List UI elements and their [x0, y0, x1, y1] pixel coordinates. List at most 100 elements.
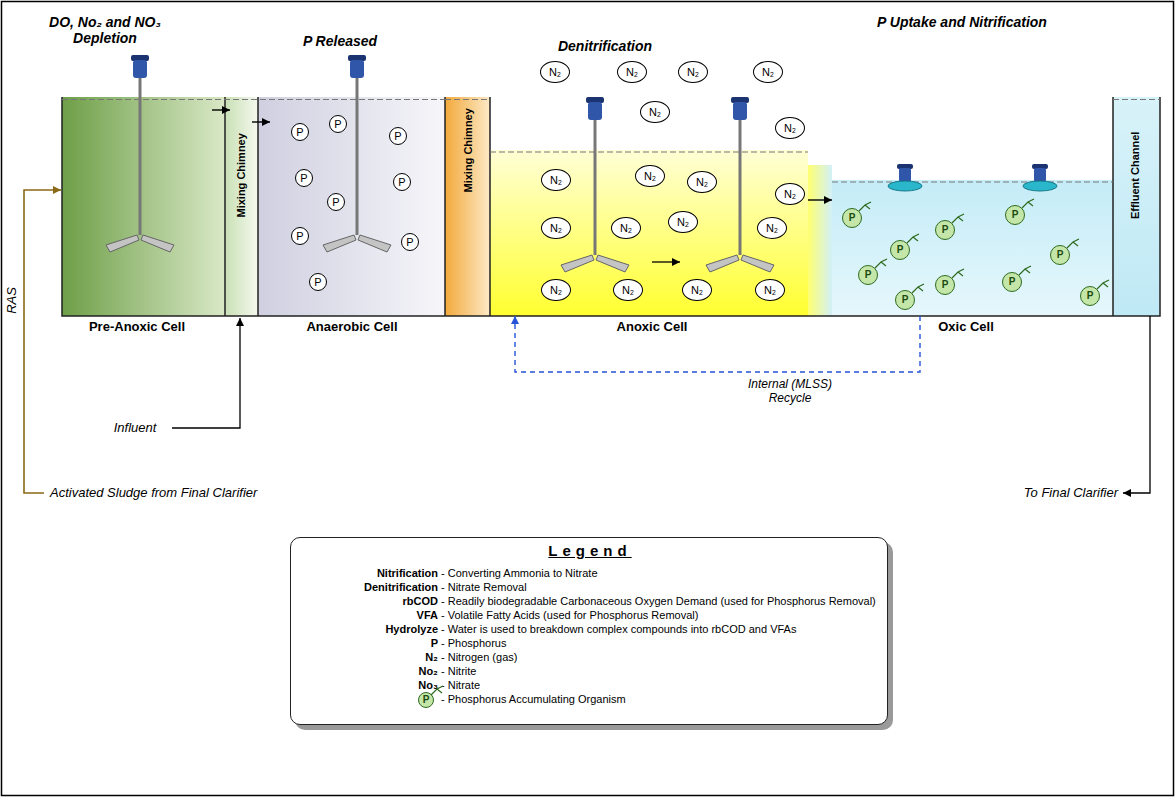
- legend-term: No₂: [418, 665, 438, 678]
- cell-heading: Denitrification: [558, 38, 652, 54]
- circle-label: P: [406, 236, 413, 249]
- nitrogen-bubble: N₂: [617, 61, 647, 83]
- flow-arrow: [652, 261, 680, 262]
- legend-definition: - Converting Ammonia to Nitrate: [441, 567, 598, 580]
- pao-flagella: [906, 233, 920, 245]
- mixer: [323, 55, 391, 252]
- mixer-motor: [133, 60, 147, 78]
- circle-label: N₂: [620, 222, 632, 235]
- legend-definition: - Nitrate: [441, 679, 480, 692]
- mixer-blade: [706, 255, 739, 272]
- mixer: [106, 55, 174, 252]
- nitrogen-bubble: N₂: [541, 169, 571, 191]
- circle-label: N₂: [644, 170, 656, 183]
- nitrogen-bubble: N₂: [687, 171, 717, 193]
- mixer-shaft: [356, 78, 359, 235]
- nitrogen-bubble: N₂: [540, 61, 570, 83]
- legend-definition: - Nitrite: [441, 665, 476, 678]
- circle-label: P: [942, 279, 949, 291]
- circle-label: N₂: [762, 66, 774, 79]
- column-label: Mixing Chimney: [462, 108, 475, 192]
- nitrogen-bubble: N₂: [775, 117, 805, 139]
- circle-label: P: [849, 212, 856, 224]
- pao-organism: P: [935, 275, 955, 295]
- phosphorus-circle: P: [401, 233, 419, 251]
- circle-label: P: [865, 269, 872, 281]
- mixer-blade: [741, 255, 774, 272]
- anaerobic-water: [258, 97, 445, 316]
- pao-organism: P: [1005, 205, 1025, 225]
- legend-term: Denitrification: [364, 581, 438, 594]
- pao-flagella: [1066, 238, 1080, 250]
- process-cell: P Uptake and NitrificationOxic CellPPPPP…: [832, 180, 1113, 316]
- nitrogen-bubble: N₂: [635, 165, 665, 187]
- pao-organism: P: [858, 265, 878, 285]
- circle-label: P: [296, 230, 303, 243]
- pao-organism: P: [1050, 245, 1070, 265]
- cell-name: Anaerobic Cell: [306, 320, 397, 335]
- nitrogen-bubble: N₂: [613, 279, 643, 301]
- nitrogen-bubble: N₂: [682, 279, 712, 301]
- circle-label: N₂: [784, 122, 796, 135]
- legend-definition: - Water is used to breakdown complex com…: [441, 623, 796, 636]
- circle-label: P: [300, 172, 307, 185]
- pao-flagella: [951, 268, 965, 280]
- legend-definition: - Volatile Fatty Acids (used for Phospho…: [441, 609, 698, 622]
- nitrogen-bubble: N₂: [678, 61, 708, 83]
- oxic-water: [832, 180, 1113, 316]
- circle-label: N₂: [550, 222, 562, 235]
- channel-column: Mixing Chimney: [230, 97, 252, 316]
- pao-flagella: [430, 685, 444, 697]
- legend-term: VFA: [417, 609, 438, 622]
- nitrogen-bubble: N₂: [611, 217, 641, 239]
- cell-name: Anoxic Cell: [617, 320, 688, 335]
- aerator-disc: [888, 181, 922, 191]
- pao-organism: P: [1080, 286, 1100, 306]
- phosphorus-circle: P: [291, 227, 309, 245]
- pao-organism: P: [895, 290, 915, 310]
- aerator-disc: [1023, 181, 1057, 191]
- circle-label: N₂: [691, 284, 703, 297]
- mixer-shaft: [739, 120, 742, 255]
- circle-label: P: [942, 224, 949, 236]
- nitrogen-bubble: N₂: [755, 279, 785, 301]
- circle-label: N₂: [784, 188, 796, 201]
- pao-flagella: [858, 201, 872, 213]
- phosphorus-circle: P: [393, 173, 411, 191]
- legend-term: No₃: [418, 679, 438, 692]
- pao-flagella: [1021, 198, 1035, 210]
- circle-label: N₂: [549, 66, 561, 79]
- chimney-water: [445, 97, 490, 316]
- tank-walls: [62, 97, 1160, 316]
- mixer-motor: [733, 102, 747, 120]
- legend-term: Hydrolyze: [385, 623, 438, 636]
- aerator: [1023, 164, 1057, 191]
- legend-term: Nitrification: [377, 567, 438, 580]
- nitrogen-bubble: N₂: [640, 101, 670, 123]
- pao-icon: P: [418, 692, 434, 708]
- circle-label: N₂: [766, 222, 778, 235]
- legend-term: rbCOD: [403, 595, 438, 608]
- circle-label: P: [398, 176, 405, 189]
- edge-label: Internal (MLSS) Recycle: [727, 378, 853, 406]
- aerator: [888, 164, 922, 191]
- effluent-water: [1113, 97, 1160, 316]
- effluent-line: [1123, 316, 1150, 493]
- circle-label: P: [1012, 209, 1019, 221]
- flow-label: Activated Sludge from Final Clarifier: [50, 486, 257, 501]
- legend-box: LegendNitrification- Converting Ammonia …: [290, 537, 888, 725]
- aerator-motor: [1034, 168, 1046, 182]
- flow-arrow: [212, 109, 230, 110]
- pao-flagella-line: [952, 269, 964, 278]
- mixer-shaft: [139, 78, 142, 235]
- channel-column: Effluent Channel: [1116, 97, 1156, 316]
- cell-name: Pre-Anoxic Cell: [89, 320, 185, 335]
- circle-label: P: [1057, 249, 1064, 261]
- nitrogen-bubble: N₂: [668, 211, 698, 233]
- mixer-motor: [588, 102, 602, 120]
- pao-flagella-line: [952, 214, 964, 223]
- legend-definition: - Nitrate Removal: [441, 581, 527, 594]
- pao-flagella: [911, 283, 925, 295]
- mixer-blade: [596, 255, 629, 272]
